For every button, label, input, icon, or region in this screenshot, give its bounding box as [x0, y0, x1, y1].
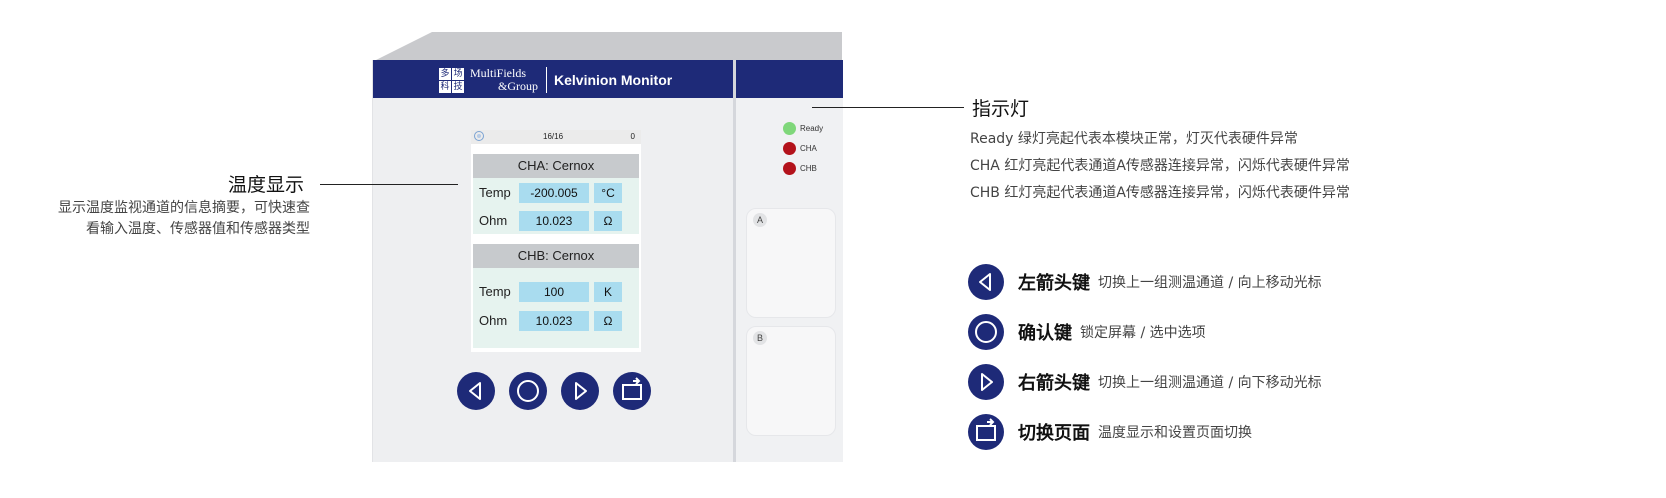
device-confirm-button[interactable] — [509, 372, 547, 410]
left-arrow-icon — [968, 264, 1004, 300]
channel-a-ohm-row: Ohm 10.023 Ω — [473, 210, 639, 232]
ready-led — [783, 122, 796, 135]
status-count: 0 — [630, 132, 635, 141]
brand-logo: 多 场 科 技 MultiFields &Group Kelvinion Mon… — [439, 66, 672, 94]
indicator-leader-line — [812, 107, 964, 108]
cha-led — [783, 142, 796, 155]
device-illustration: 多 场 科 技 MultiFields &Group Kelvinion Mon… — [372, 32, 843, 462]
ohm-value: 10.023 — [519, 311, 589, 331]
device-switch-page-button[interactable] — [613, 372, 651, 410]
indicator-title: 指示灯 — [972, 98, 1030, 120]
ohm-value: 10.023 — [519, 211, 589, 231]
channel-b-temp-row: Temp 100 K — [473, 281, 639, 303]
temp-unit: K — [594, 282, 622, 302]
legend-name: 右箭头键 — [1018, 373, 1090, 394]
switch-page-icon — [622, 377, 642, 400]
legend-confirm: 确认键 锁定屏幕 / 选中选项 — [968, 314, 1206, 350]
temp-value: 100 — [519, 282, 589, 302]
row-label: Ohm — [479, 313, 508, 328]
chb-led — [783, 162, 796, 175]
row-label: Ohm — [479, 213, 508, 228]
logo-divider — [546, 67, 547, 93]
screen-status-bar: 16/16 0 — [471, 130, 641, 144]
row-label: Temp — [479, 185, 511, 200]
device-front-panel: 多 场 科 技 MultiFields &Group Kelvinion Mon… — [372, 60, 843, 462]
temp-value: -200.005 — [519, 183, 589, 203]
legend-desc: 切换上一组测温通道 / 向上移动光标 — [1098, 275, 1322, 291]
legend-switch-page: 切换页面 温度显示和设置页面切换 — [968, 414, 1252, 450]
channel-a-temp-row: Temp -200.005 °C — [473, 182, 639, 204]
confirm-circle-icon — [517, 380, 539, 402]
lcd-screen: 16/16 0 CHA: Cernox Temp -200.005 °C Ohm… — [471, 130, 641, 352]
chb-led-label: CHB — [800, 164, 817, 173]
page-indicator: 16/16 — [543, 132, 564, 141]
legend-desc: 温度显示和设置页面切换 — [1098, 425, 1252, 441]
confirm-circle-icon — [968, 314, 1004, 350]
right-arrow-icon — [575, 382, 587, 400]
channel-b-ohm-row: Ohm 10.023 Ω — [473, 310, 639, 332]
legend-right-arrow: 右箭头键 切换上一组测温通道 / 向下移动光标 — [968, 364, 1322, 400]
ready-led-label: Ready — [800, 124, 824, 133]
brand-name: MultiFields &Group — [470, 66, 538, 93]
slot-a-label: A — [753, 213, 767, 227]
indicator-desc: Ready 绿灯亮起代表本模块正常，灯灭代表硬件异常 CHA 红灯亮起代表通道A… — [970, 126, 1350, 207]
indicator-desc-chb: CHB 红灯亮起代表通道A传感器连接异常，闪烁代表硬件异常 — [970, 185, 1350, 201]
legend-name: 确认键 — [1018, 323, 1072, 344]
temperature-leader-line — [320, 184, 458, 185]
switch-page-icon — [968, 414, 1004, 450]
legend-left-arrow: 左箭头键 切换上一组测温通道 / 向上移动光标 — [968, 264, 1322, 300]
panel-divider — [733, 60, 736, 462]
temp-unit: °C — [594, 183, 622, 203]
device-header-bar: 多 场 科 技 MultiFields &Group Kelvinion Mon… — [373, 60, 843, 98]
device-right-arrow-button[interactable] — [561, 372, 599, 410]
status-panel: Ready CHA CHB A B — [736, 98, 843, 462]
left-arrow-icon — [469, 382, 481, 400]
indicator-desc-ready: Ready 绿灯亮起代表本模块正常，灯灭代表硬件异常 — [970, 131, 1298, 147]
legend-name: 切换页面 — [1018, 423, 1090, 444]
logo-mark: 多 场 科 技 — [439, 67, 464, 93]
product-name: Kelvinion Monitor — [554, 72, 673, 88]
device-left-arrow-button[interactable] — [457, 372, 495, 410]
device-top-face — [372, 32, 842, 62]
channel-a-card: CHA: Cernox Temp -200.005 °C Ohm 10.023 … — [473, 154, 639, 234]
channel-a-title: CHA: Cernox — [473, 154, 639, 178]
temperature-display-desc: 显示温度监视通道的信息摘要，可快速查 看输入温度、传感器值和传感器类型 — [58, 200, 310, 237]
row-label: Temp — [479, 284, 511, 299]
lock-status-icon — [474, 131, 484, 141]
temperature-display-title: 温度显示 — [228, 174, 305, 196]
right-arrow-icon — [968, 364, 1004, 400]
slot-a: A — [746, 208, 836, 318]
legend-desc: 切换上一组测温通道 / 向下移动光标 — [1098, 375, 1322, 391]
ohm-unit: Ω — [594, 211, 622, 231]
slot-b: B — [746, 326, 836, 436]
legend-name: 左箭头键 — [1018, 273, 1090, 294]
ohm-unit: Ω — [594, 311, 622, 331]
slot-b-label: B — [753, 331, 767, 345]
legend-desc: 锁定屏幕 / 选中选项 — [1080, 325, 1206, 341]
cha-led-label: CHA — [800, 144, 817, 153]
indicator-desc-cha: CHA 红灯亮起代表通道A传感器连接异常，闪烁代表硬件异常 — [970, 158, 1350, 174]
channel-b-card: CHB: Cernox Temp 100 K Ohm 10.023 Ω — [473, 244, 639, 348]
channel-b-title: CHB: Cernox — [473, 244, 639, 268]
